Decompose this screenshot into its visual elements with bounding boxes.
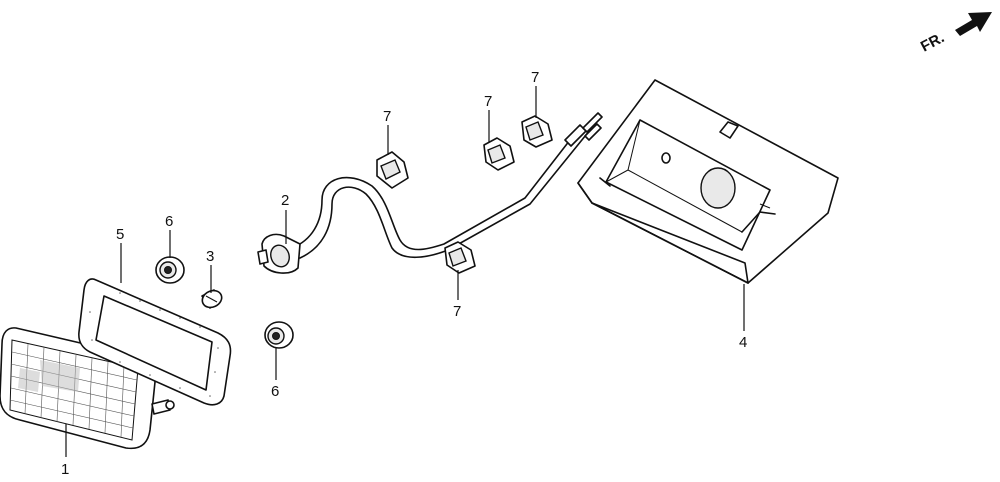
callout-grommet-lower: 6 (271, 383, 279, 400)
wedge-bulb (201, 289, 223, 309)
callout-clip-c: 7 (531, 69, 539, 86)
callout-clip-d: 7 (453, 303, 461, 320)
direction-label: FR. (918, 29, 947, 55)
light-housing (577, 79, 839, 284)
callout-housing: 4 (739, 334, 747, 351)
wire-clip-c (521, 115, 553, 148)
wire-clip-d (444, 241, 476, 274)
leader-lines (65, 86, 745, 457)
wire-clip-b (483, 137, 515, 171)
front-direction-indicator: FR. (918, 12, 992, 56)
callout-gasket: 5 (116, 226, 124, 243)
callout-clip-b: 7 (484, 93, 492, 110)
callout-bulb: 3 (206, 248, 214, 265)
callout-labels: 1 2 3 4 5 6 6 7 7 7 7 (61, 69, 747, 478)
callout-socket-harness: 2 (281, 192, 289, 209)
front-direction-arrow-icon (955, 12, 992, 36)
callout-grommet-upper: 6 (165, 213, 173, 230)
lens-gasket (78, 278, 232, 406)
wire-clip-a (376, 151, 409, 189)
callout-lens: 1 (61, 461, 69, 478)
grommet-lower (264, 321, 294, 349)
socket-wire-harness (257, 112, 603, 274)
callout-clip-a: 7 (383, 108, 391, 125)
grommet-upper (155, 256, 185, 284)
